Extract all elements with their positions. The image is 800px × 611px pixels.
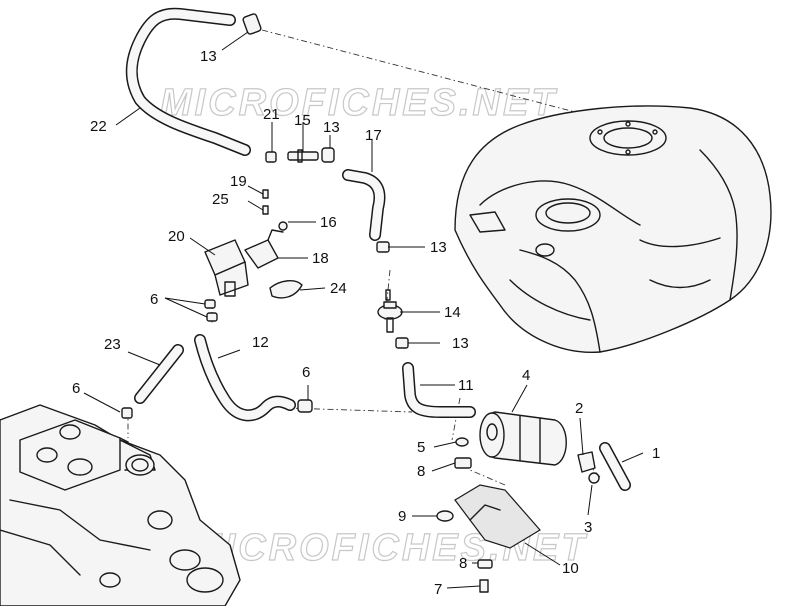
callout-6-b: 6 bbox=[302, 364, 310, 381]
callout-13-c: 13 bbox=[430, 239, 447, 256]
fuel-tank bbox=[454, 105, 772, 353]
callout-2: 2 bbox=[575, 400, 583, 417]
pad-8-lower bbox=[477, 559, 493, 569]
callout-7: 7 bbox=[434, 581, 442, 598]
pipe-1 bbox=[599, 442, 631, 491]
callout-1: 1 bbox=[652, 445, 660, 462]
callout-4: 4 bbox=[522, 367, 530, 384]
cap-13-c bbox=[376, 241, 390, 253]
screw-9 bbox=[436, 510, 454, 522]
bracket-18 bbox=[244, 229, 284, 269]
washer-5 bbox=[455, 437, 469, 447]
callout-9: 9 bbox=[398, 508, 406, 525]
cap-13-b bbox=[321, 147, 335, 163]
callout-18: 18 bbox=[312, 250, 329, 267]
hose-11 bbox=[402, 362, 476, 418]
callout-labels: 1 2 3 4 5 6 6 6 7 8 8 9 10 11 12 13 13 1… bbox=[72, 48, 660, 598]
hose-12 bbox=[194, 334, 296, 422]
hose-17 bbox=[342, 169, 386, 241]
callout-22: 22 bbox=[90, 118, 107, 135]
hose-23 bbox=[134, 344, 184, 404]
callout-13-d: 13 bbox=[452, 335, 469, 352]
callout-17: 17 bbox=[365, 127, 382, 144]
screw-7 bbox=[479, 579, 489, 593]
callout-23: 23 bbox=[104, 336, 121, 353]
watermark-top: MICROFICHES.NET bbox=[160, 82, 558, 124]
canister-4 bbox=[479, 411, 567, 466]
callout-15: 15 bbox=[294, 112, 311, 129]
callout-11: 11 bbox=[458, 377, 474, 394]
clamp-6-upper bbox=[204, 299, 218, 322]
callout-16: 16 bbox=[320, 214, 337, 231]
leader-lines bbox=[83, 31, 644, 589]
clip-24 bbox=[269, 280, 303, 299]
callout-3: 3 bbox=[584, 519, 592, 536]
callout-21: 21 bbox=[263, 106, 280, 123]
cap-13-top bbox=[242, 13, 262, 35]
clamp-6-mid bbox=[297, 399, 313, 413]
callout-25: 25 bbox=[212, 191, 229, 208]
valve-20 bbox=[204, 239, 249, 297]
engine-block bbox=[0, 404, 241, 607]
callout-5: 5 bbox=[417, 439, 425, 456]
cap-13-d bbox=[395, 337, 409, 349]
hose-22 bbox=[125, 7, 251, 156]
pad-8-upper bbox=[454, 457, 472, 469]
bracket-10 bbox=[454, 484, 541, 549]
clip-2 bbox=[577, 451, 596, 473]
clamp-21 bbox=[265, 151, 277, 163]
pin-25 bbox=[262, 205, 269, 215]
callout-13-a: 13 bbox=[200, 48, 217, 65]
valve-14 bbox=[377, 289, 403, 333]
callout-14: 14 bbox=[444, 304, 461, 321]
callout-24: 24 bbox=[330, 280, 347, 297]
clamp-6-low bbox=[121, 407, 133, 419]
callout-20: 20 bbox=[168, 228, 185, 245]
pin-19 bbox=[262, 189, 269, 199]
callout-12: 12 bbox=[252, 334, 269, 351]
callout-6-c: 6 bbox=[72, 380, 80, 397]
screw-16 bbox=[278, 221, 288, 231]
callout-6-a: 6 bbox=[150, 291, 158, 308]
screw-3 bbox=[588, 472, 600, 484]
callout-13-b: 13 bbox=[323, 119, 340, 136]
callout-19: 19 bbox=[230, 173, 247, 190]
callout-10: 10 bbox=[562, 560, 579, 577]
callout-8-b: 8 bbox=[459, 555, 467, 572]
callout-8-a: 8 bbox=[417, 463, 425, 480]
